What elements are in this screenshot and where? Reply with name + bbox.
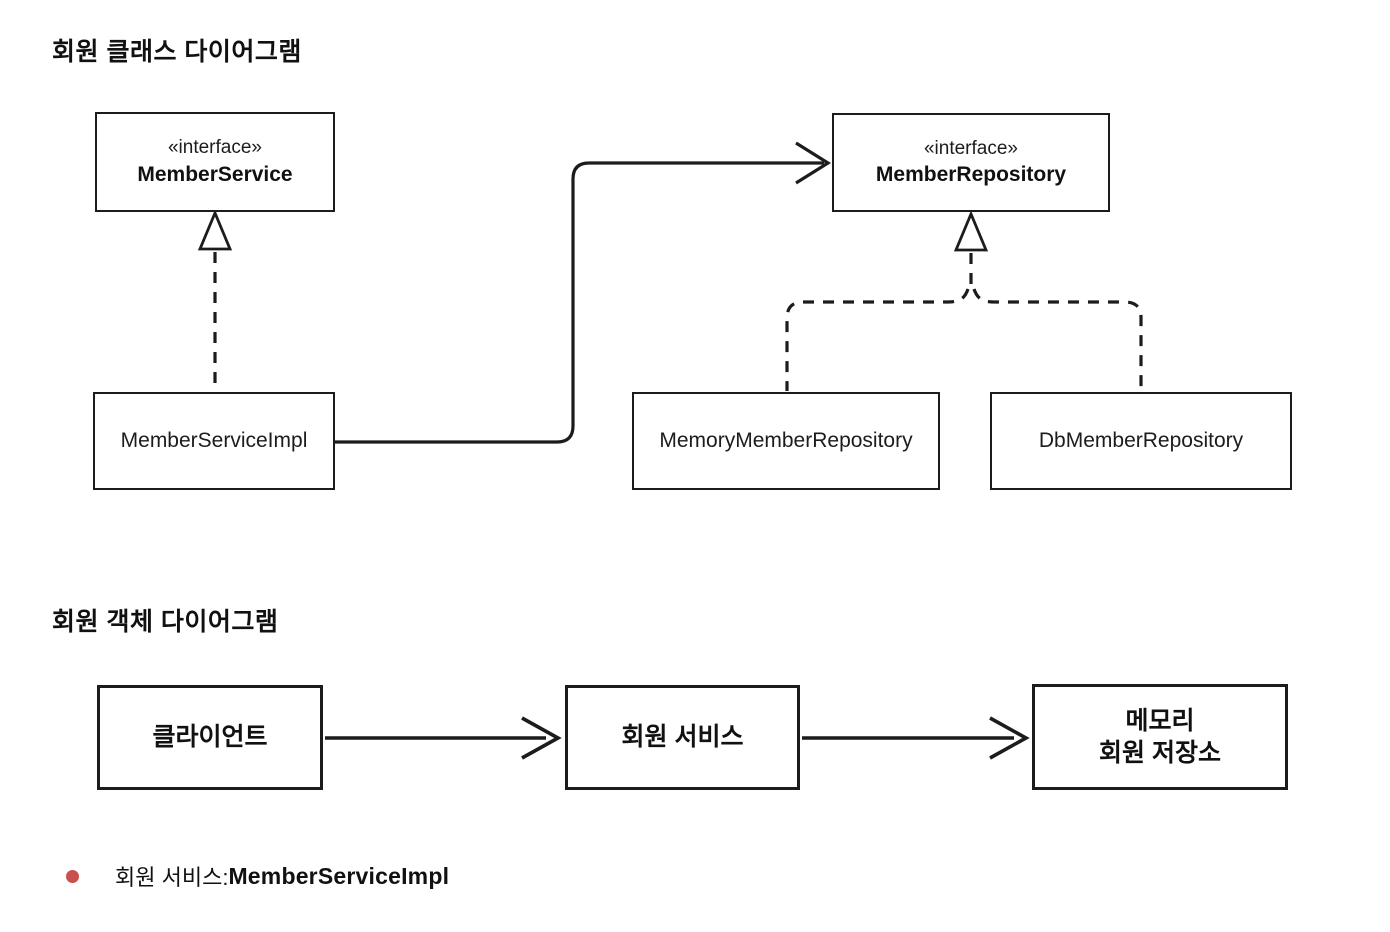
object-box-member-service: 회원 서비스 <box>565 685 800 790</box>
class-diagram-title: 회원 클래스 다이어그램 <box>52 38 302 66</box>
member-service-impl-name: MemberServiceImpl <box>120 429 308 452</box>
object-box-client: 클라이언트 <box>97 685 323 790</box>
member-service-name: MemberService <box>137 162 293 186</box>
object-diagram-title: 회원 객체 다이어그램 <box>52 608 279 636</box>
arrow-client-to-member-service <box>325 716 562 760</box>
member-service-stereotype: «interface» <box>167 137 262 158</box>
member-repository-stereotype: «interface» <box>923 137 1018 159</box>
client-label: 클라이언트 <box>152 723 268 752</box>
note-label: 회원 서비스: <box>115 865 229 890</box>
member-repository-name: MemberRepository <box>875 163 1067 187</box>
realization-repositories-to-member-repository <box>785 210 1143 391</box>
note-value: MemberServiceImpl <box>228 862 450 889</box>
arrow-member-service-to-memory-store <box>802 716 1030 760</box>
class-box-memory-member-repository: MemoryMemberRepository <box>632 392 940 490</box>
class-box-db-member-repository: DbMemberRepository <box>990 392 1292 490</box>
bullet-icon <box>66 869 79 883</box>
class-box-member-service: «interface» MemberService <box>95 112 335 212</box>
realization-member-service-impl-to-member-service <box>197 209 233 391</box>
memory-member-repository-name: MemoryMemberRepository <box>659 429 913 452</box>
db-member-repository-name: DbMemberRepository <box>1038 429 1244 452</box>
dependency-member-service-impl-to-member-repository <box>335 141 832 444</box>
memory-store-label-line1: 메모리 <box>1125 706 1195 735</box>
class-box-member-service-impl: MemberServiceImpl <box>93 392 335 490</box>
class-box-member-repository: «interface» MemberRepository <box>832 113 1110 212</box>
note-item: 회원 서비스: MemberServiceImpl <box>66 860 449 892</box>
member-service-label: 회원 서비스 <box>621 723 744 752</box>
object-box-memory-member-store: 메모리 회원 저장소 <box>1032 684 1288 790</box>
memory-store-label-line2: 회원 저장소 <box>1099 739 1221 767</box>
